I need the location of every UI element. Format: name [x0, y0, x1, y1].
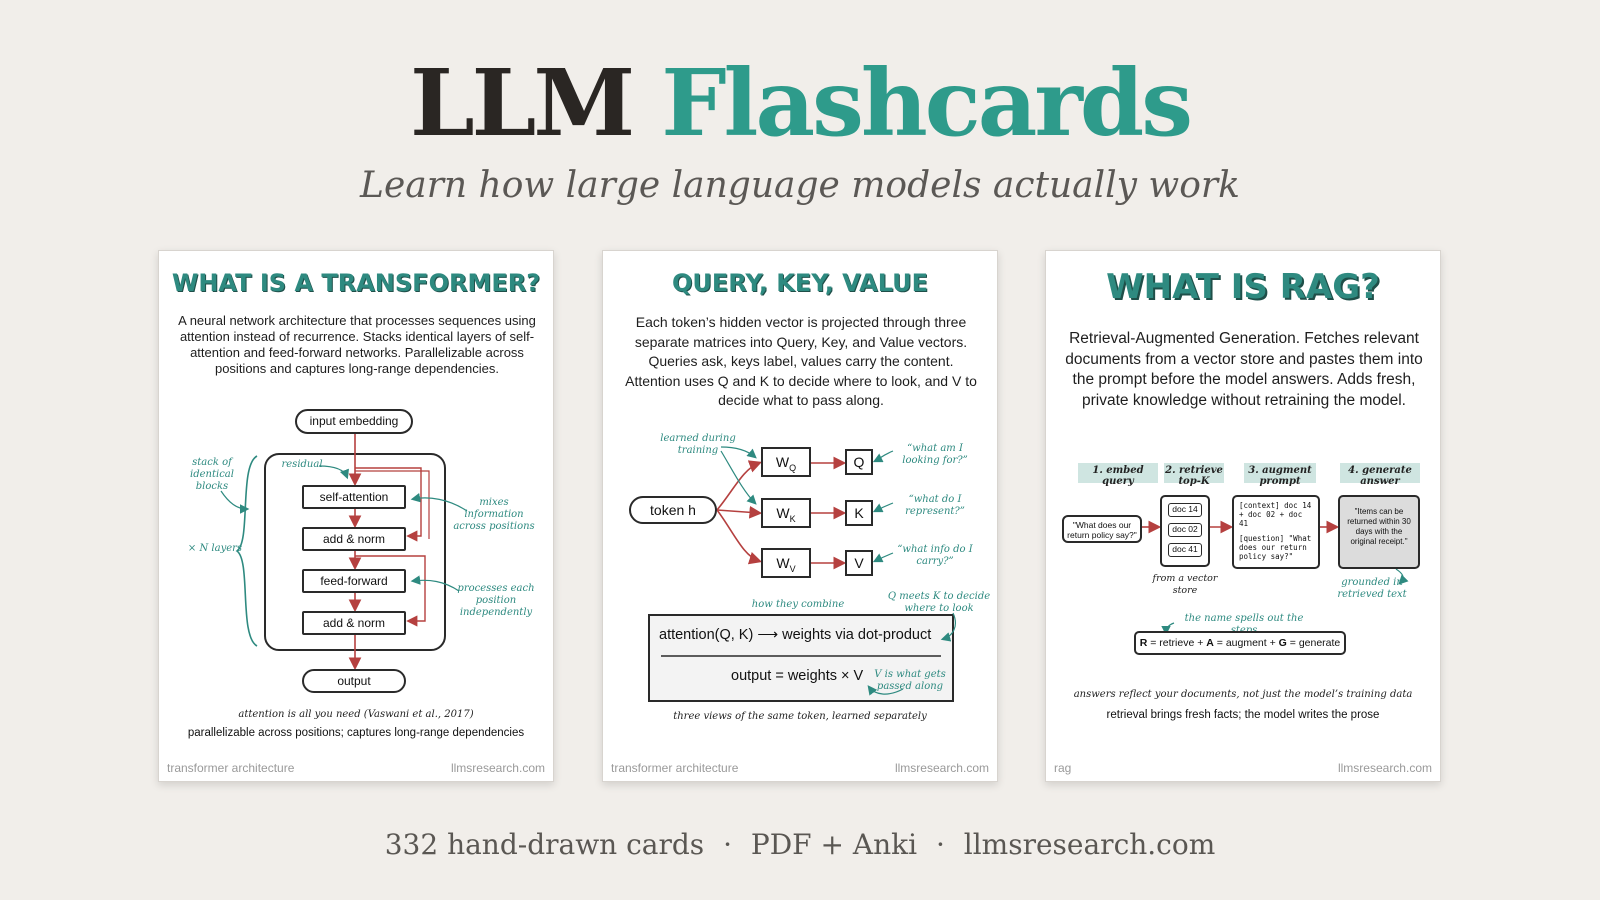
card-footer-site: llmsresearch.com: [894, 761, 989, 775]
card-footer-topic: transformer architecture: [167, 761, 295, 775]
card-caption-italic: answers reflect your documents, not just…: [1073, 689, 1413, 700]
transformer-diagram: [220, 434, 468, 671]
note-v: V is what gets passed along: [874, 669, 946, 692]
node-feed-forward: feed-forward: [302, 569, 406, 593]
qkv-diagram: [648, 446, 956, 702]
matrix-wv: WV: [761, 548, 811, 578]
card-transformer[interactable]: WHAT IS A TRANSFORMER? A neural network …: [158, 250, 554, 782]
page-title: LLM Flashcards: [0, 48, 1600, 158]
card-footer-site: llmsresearch.com: [1337, 761, 1432, 775]
formula-attention: attention(Q, K) ⟶ weights via dot-produc…: [659, 627, 932, 643]
note-learned: learned during training: [660, 433, 736, 456]
card-description: Each token’s hidden vector is projected …: [625, 314, 977, 408]
card-description: Retrieval-Augmented Generation. Fetches …: [1065, 330, 1423, 409]
step-generate: 4. generate answer: [1348, 465, 1412, 487]
title-word-flashcards: Flashcards: [661, 49, 1193, 157]
vector-q: Q: [845, 449, 873, 475]
note-residual: residual: [281, 459, 323, 470]
separator: ·: [935, 828, 945, 861]
query-box: "What does our return policy say?": [1062, 515, 1142, 543]
step-embed: 1. embed query: [1092, 465, 1144, 487]
card-caption: retrieval brings fresh facts; the model …: [1106, 709, 1380, 721]
token-node: token h: [629, 496, 717, 524]
card-title: QUERY, KEY, VALUE: [671, 269, 929, 297]
footer-site-link[interactable]: llmsresearch.com: [963, 828, 1216, 861]
node-self-attention: self-attention: [302, 485, 406, 509]
doc-chip: doc 14: [1168, 503, 1202, 517]
augmented-prompt-box: [context] doc 14 + doc 02 + doc 41 [ques…: [1232, 495, 1320, 569]
title-word-llm: LLM: [409, 49, 635, 157]
question-query: “what am I looking for?”: [902, 443, 968, 466]
node-output: output: [302, 669, 406, 693]
separator: ·: [723, 828, 732, 861]
card-caption-italic: three views of the same token, learned s…: [673, 711, 927, 722]
card-caption-italic: attention is all you need (Vaswani et al…: [238, 709, 474, 720]
matrix-wq: WQ: [761, 447, 811, 477]
question-value: “what info do I carry?”: [897, 544, 973, 567]
rag-diagram: [1078, 463, 1420, 636]
note-stack: stack of identical blocks: [190, 457, 234, 492]
card-rag[interactable]: WHAT IS RAG? Retrieval-Augmented Generat…: [1045, 250, 1441, 782]
note-grounded: grounded in retrieved text: [1337, 577, 1407, 600]
card-query-key-value[interactable]: QUERY, KEY, VALUE Each token’s hidden ve…: [602, 250, 998, 782]
node-add-norm: add & norm: [302, 527, 406, 551]
step-augment: 3. augment prompt: [1248, 465, 1312, 487]
formats: PDF + Anki: [750, 828, 918, 861]
note-qk: Q meets K to decide where to look: [887, 591, 991, 614]
answer-box: "Items can be returned within 30 days wi…: [1338, 495, 1420, 569]
card-footer-topic: transformer architecture: [611, 761, 739, 775]
doc-chip: doc 41: [1168, 543, 1202, 557]
card-count: 332: [384, 828, 439, 861]
vector-v: V: [845, 550, 873, 576]
step-retrieve: 2. retrieve top-K: [1165, 465, 1223, 487]
card-count-label: hand-drawn cards: [447, 828, 705, 861]
card-title: WHAT IS A TRANSFORMER?: [171, 269, 541, 297]
page-subtitle: Learn how large language models actually…: [360, 165, 1240, 206]
formula-output: output = weights × V: [731, 668, 864, 684]
card-description: A neural network architecture that proce…: [178, 313, 536, 376]
vector-k: K: [845, 500, 873, 526]
note-layers: × N layers: [187, 543, 243, 554]
note-processes: processes each position independently: [457, 583, 535, 618]
prompt-question: [question] "What does our return policy …: [1239, 534, 1312, 561]
card-footer-topic: rag: [1054, 761, 1072, 775]
card-footer-site: llmsresearch.com: [450, 761, 545, 775]
node-input-embedding: input embedding: [295, 409, 413, 434]
prompt-context: [context] doc 14 + doc 02 + doc 41: [1239, 501, 1312, 528]
store-label: from a vector store: [1152, 573, 1218, 596]
note-mixes: mixes information across positions: [453, 497, 535, 532]
node-add-norm: add & norm: [302, 611, 406, 635]
card-caption: parallelizable across positions; capture…: [187, 727, 525, 739]
matrix-wk: WK: [761, 498, 811, 528]
card-title: WHAT IS RAG?: [1106, 267, 1380, 307]
vector-store-box: doc 14 doc 02 doc 41: [1160, 495, 1210, 567]
note-combine: how they combine: [751, 599, 845, 610]
note-spells: the name spells out the steps: [1184, 613, 1304, 636]
page-footer: 332 hand-drawn cards · PDF + Anki · llms…: [0, 828, 1600, 861]
doc-chip: doc 02: [1168, 523, 1202, 537]
question-key: “what do I represent?”: [905, 494, 965, 517]
acronym-box: R = retrieve + A = augment + G = generat…: [1134, 631, 1346, 655]
